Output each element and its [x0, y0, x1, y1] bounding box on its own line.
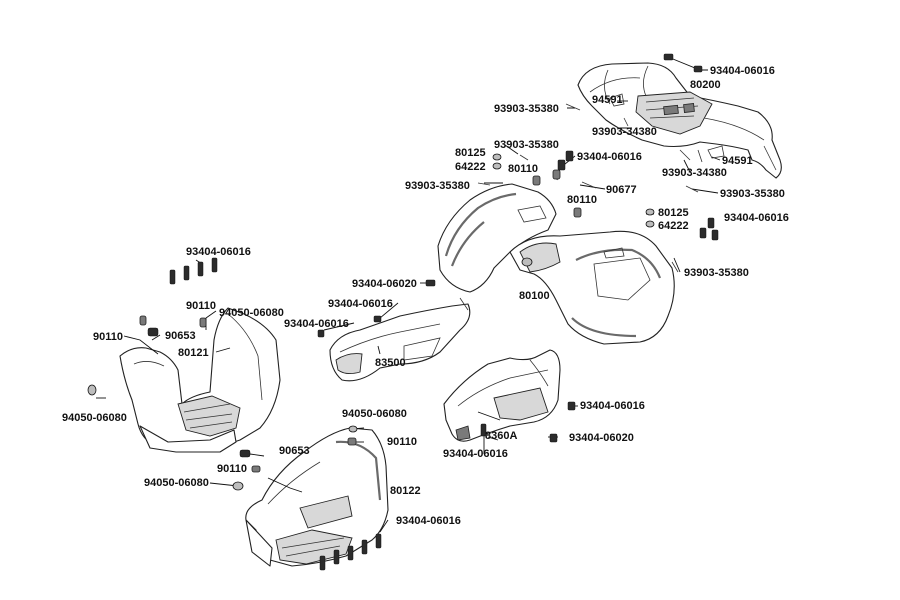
- label-right-cover-bolt-b: 93404-06020: [569, 432, 634, 444]
- screw-icon: [565, 103, 581, 111]
- washer-icon: [492, 162, 502, 170]
- bolt-icon: [319, 533, 382, 571]
- damper-icon: [199, 317, 207, 328]
- bolt-icon: [317, 329, 325, 338]
- damper-icon: [532, 175, 541, 186]
- rubber-icon: [232, 481, 244, 491]
- left-footrest-part: [119, 307, 281, 453]
- label-rack-screw-right-a: 93903-34380: [662, 167, 727, 179]
- label-tank-clip: 90677: [606, 184, 637, 196]
- center-cover-part: [329, 303, 471, 382]
- label-tank-bolt-a: 93404-06016: [577, 151, 642, 163]
- label-right-cover-bolt-a: 93404-06016: [580, 400, 645, 412]
- label-left-bolts: 93404-06016: [186, 246, 251, 258]
- label-left-damper-a: 90110: [186, 300, 216, 312]
- bolt-icon: [693, 65, 703, 73]
- damper-icon: [552, 169, 561, 180]
- bolt-icon: [549, 433, 558, 443]
- label-rack-clip-left: 94591: [592, 94, 623, 106]
- screw-icon: [623, 117, 629, 127]
- screw-icon: [477, 182, 491, 186]
- damper-icon: [139, 315, 147, 326]
- screw-icon: [459, 297, 469, 311]
- screw-icon: [685, 185, 699, 193]
- bolt-icon: [567, 401, 576, 411]
- label-tank-washer-a: 64222: [455, 161, 486, 173]
- bolt-icon: [557, 159, 566, 171]
- label-right-bolts: 93404-06016: [396, 515, 461, 527]
- rubber-icon: [87, 384, 97, 396]
- grommet-icon: [645, 208, 655, 216]
- label-tank-grommet-b: 80125: [658, 207, 689, 219]
- bolt-icon: [707, 217, 715, 229]
- clip-icon: [581, 181, 597, 189]
- label-right-rubber-b: 94050-06080: [144, 477, 209, 489]
- fasteners: [87, 53, 725, 571]
- clip-icon: [609, 93, 625, 107]
- label-rack-screw-left-a: 93903-35380: [494, 103, 559, 115]
- label-front-fender: 80100: [519, 290, 550, 302]
- clip-icon: [147, 327, 159, 337]
- bolt-icon: [663, 53, 674, 61]
- label-right-damper-b: 90110: [217, 463, 247, 475]
- bolt-icon: [565, 150, 574, 162]
- damper-icon: [251, 465, 261, 473]
- label-tank-screw-a: 93903-35380: [494, 139, 559, 151]
- label-tank-screw-b: 93903-35380: [405, 180, 470, 192]
- label-tank-screw-c: 93903-35380: [684, 267, 749, 279]
- bolt-icon: [425, 279, 436, 287]
- label-tank-bolt-b: 93404-06016: [724, 212, 789, 224]
- screw-icon: [519, 154, 529, 161]
- screw-icon: [679, 149, 703, 163]
- bolt-icon: [699, 227, 707, 239]
- label-center-bolt-c: 93404-06016: [284, 318, 349, 330]
- label-rear-rack: 80200: [690, 79, 721, 91]
- rear-rack-part: [577, 62, 782, 179]
- label-tank-damper-b: 80110: [567, 194, 597, 206]
- label-tank-damper-a: 80110: [508, 163, 538, 175]
- label-left-damper-b: 90110: [93, 331, 123, 343]
- label-center-bolt-b: 93404-06016: [328, 298, 393, 310]
- label-left-clip: 90653: [165, 330, 196, 342]
- damper-icon: [347, 437, 357, 446]
- label-center-cover: 83500: [375, 357, 406, 369]
- label-rack-screw-right-b: 93903-35380: [720, 188, 785, 200]
- label-rack-bolt: 93404-06016: [710, 65, 775, 77]
- label-left-rubber-b: 94050-06080: [62, 412, 127, 424]
- label-right-clip: 90653: [279, 445, 310, 457]
- label-right-footrest: 80122: [390, 485, 421, 497]
- label-center-bolt-a: 93404-06020: [352, 278, 417, 290]
- label-right-cover-bolt-c: 93404-06016: [443, 448, 508, 460]
- bolt-icon: [480, 423, 487, 437]
- right-footrest-part: [245, 427, 389, 567]
- right-side-cover-part: [443, 349, 561, 442]
- label-right-damper-a: 90110: [387, 436, 417, 448]
- damper-icon: [573, 207, 582, 218]
- bolt-icon: [711, 229, 719, 241]
- label-right-cover: 8360A: [485, 430, 518, 442]
- label-tank-grommet-a: 80125: [455, 147, 486, 159]
- clip-icon: [239, 449, 251, 458]
- label-rack-screw-left-b: 93903-34380: [592, 126, 657, 138]
- washer-icon: [645, 220, 655, 228]
- label-tank-washer-b: 64222: [658, 220, 689, 232]
- label-right-rubber: 94050-06080: [342, 408, 407, 420]
- label-rack-clip-right: 94591: [722, 155, 753, 167]
- clip-icon: [707, 145, 725, 159]
- grommet-icon: [492, 153, 502, 161]
- rubber-icon: [348, 425, 358, 433]
- screw-icon: [671, 261, 679, 273]
- front-fender-part: [437, 183, 675, 345]
- bolt-icon: [373, 315, 382, 323]
- bolt-icon: [169, 257, 218, 285]
- label-left-footrest: 80121: [178, 347, 209, 359]
- label-left-rubber: 94050-06080: [219, 307, 284, 319]
